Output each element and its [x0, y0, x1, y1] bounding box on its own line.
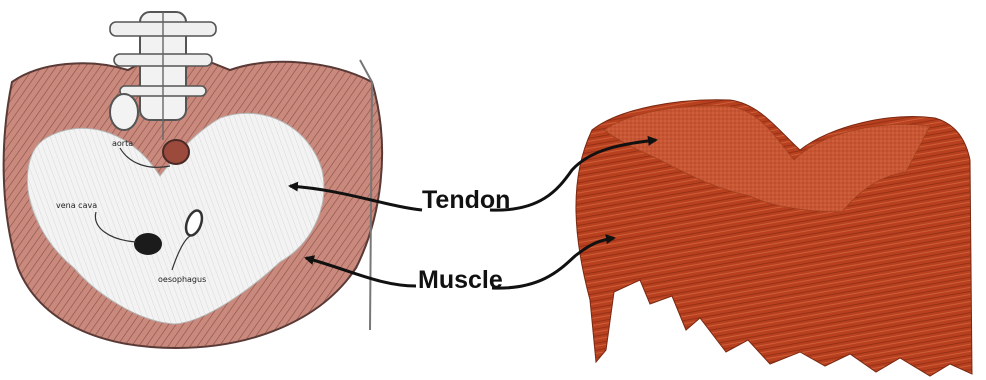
vena-cava-opening [134, 233, 162, 255]
anatomical-illustration: aorta vena cava oesophagus [4, 12, 382, 348]
aorta-opening [163, 140, 189, 164]
3d-diaphragm-model [576, 100, 972, 376]
oesophagus-label: oesophagus [158, 275, 206, 284]
tendon-label: Tendon [422, 186, 510, 214]
muscle-label: Muscle [418, 266, 503, 294]
aorta-label: aorta [112, 139, 133, 148]
vena-cava-label: vena cava [56, 201, 97, 210]
psoas-arch [110, 94, 138, 130]
